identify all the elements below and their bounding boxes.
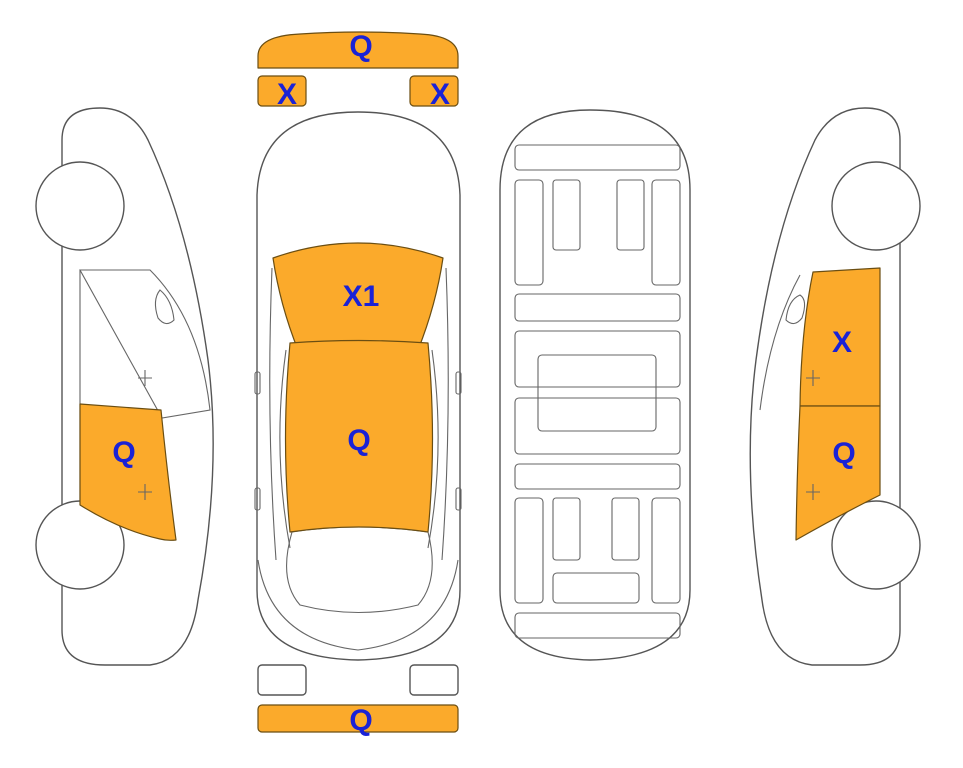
underbody-cell	[651, 179, 681, 286]
car-left-side-view: Q	[35, 107, 214, 666]
trunk-line	[257, 559, 459, 651]
underbody-cell	[514, 144, 681, 171]
underbody-cell	[514, 293, 681, 322]
left-side-window	[79, 269, 211, 419]
left-handle-rear	[138, 484, 152, 500]
left-rear-door-label: Q	[112, 436, 135, 469]
left-front-wheel	[35, 161, 125, 251]
underbody-cell	[552, 179, 581, 251]
side-line-left-inner	[279, 349, 291, 549]
rear-parts: Q	[257, 664, 459, 737]
front-parts: Q X X	[257, 30, 459, 111]
underbody-cell	[552, 572, 640, 604]
underbody-cell	[514, 463, 681, 490]
underbody-cell	[514, 330, 681, 388]
right-mirror	[785, 294, 806, 325]
underbody-cell	[514, 179, 544, 286]
underbody-cell	[514, 397, 681, 455]
mirror-left	[254, 371, 261, 395]
right-handle-rear	[806, 484, 820, 500]
side-line-right-inner	[427, 349, 439, 549]
roof-label: Q	[347, 424, 370, 457]
headlight-left-panel[interactable]	[257, 75, 307, 107]
front-bumper-panel[interactable]	[257, 31, 459, 69]
headlight-right-panel[interactable]	[409, 75, 459, 107]
underbody-cell	[537, 354, 657, 432]
left-mirror	[154, 289, 175, 325]
underbody-cell	[611, 497, 640, 561]
mirror-right	[455, 371, 462, 395]
mirror-left-rear	[254, 487, 261, 511]
right-front-wheel	[831, 161, 921, 251]
taillight-right[interactable]	[409, 664, 459, 696]
side-line-left	[269, 267, 277, 561]
car-top-view: X1 Q	[254, 111, 462, 661]
right-rear-door-panel[interactable]	[795, 405, 881, 541]
mirror-right-rear	[455, 487, 462, 511]
rear-bumper-label: Q	[349, 704, 372, 737]
left-handle-front	[138, 370, 152, 386]
underbody-outline	[499, 109, 691, 661]
underbody-cell	[552, 497, 581, 561]
car-underbody-view	[499, 109, 691, 661]
right-rear-door-label: Q	[832, 437, 855, 470]
right-handle-front	[806, 370, 820, 386]
side-line-right	[441, 267, 449, 561]
underbody-cell	[514, 497, 544, 604]
right-rear-wheel	[831, 500, 921, 590]
rear-bumper-panel[interactable]	[257, 704, 459, 733]
underbody-cell	[651, 497, 681, 604]
roof-panel[interactable]	[284, 339, 434, 533]
car-right-side-view: X Q	[749, 107, 921, 666]
taillight-left[interactable]	[257, 664, 307, 696]
underbody-cell	[514, 612, 681, 639]
headlight-right-label: X	[430, 78, 450, 111]
headlight-left-label: X	[277, 78, 297, 111]
front-bumper-label: Q	[349, 30, 372, 63]
right-window-line	[759, 274, 801, 411]
underbody-cell	[616, 179, 645, 251]
right-front-door-label: X	[832, 326, 852, 359]
left-rear-door-panel[interactable]	[79, 403, 177, 541]
windshield-label: X1	[343, 280, 380, 313]
